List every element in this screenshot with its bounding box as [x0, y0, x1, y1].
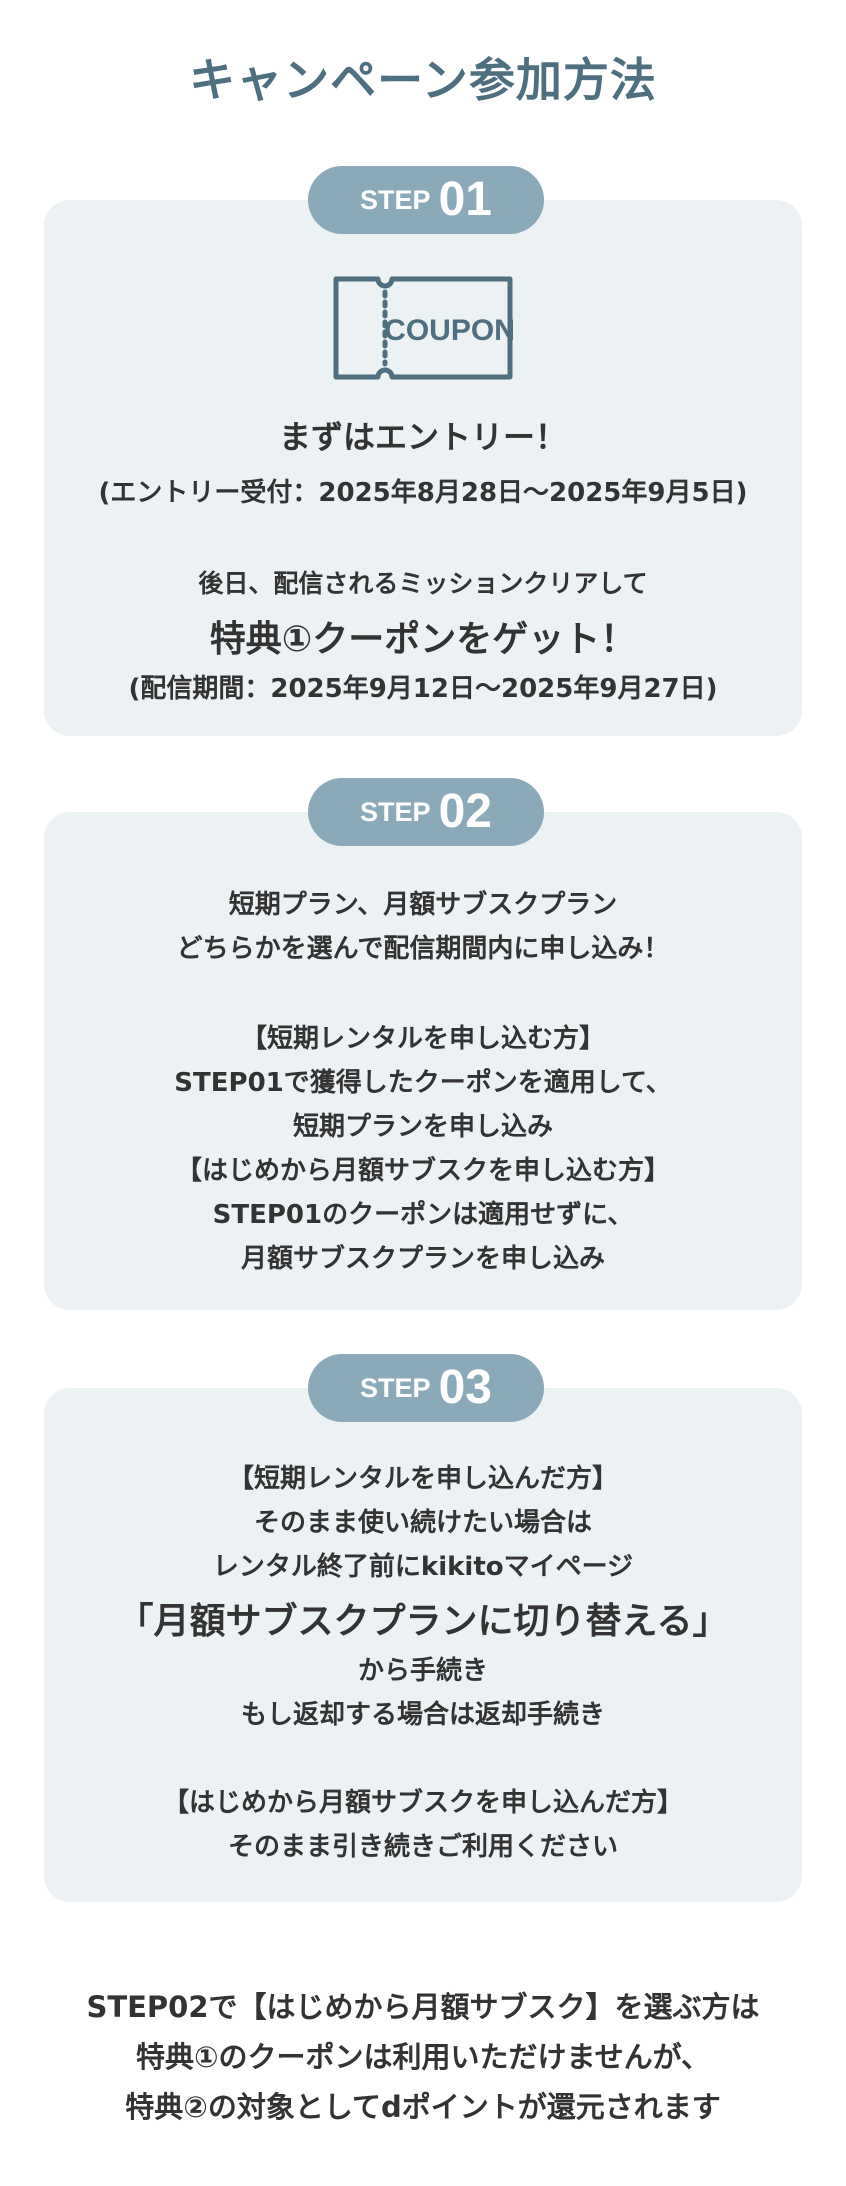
- step2-badge-word: STEP: [360, 797, 431, 827]
- step1-delivery-period: (配信期間：2025年9月12日～2025年9月27日): [128, 674, 718, 704]
- step1-badge-num: 01: [438, 173, 492, 226]
- footer-line2: 特典①のクーポンは利用いただけませんが、: [135, 2040, 711, 2074]
- step2-sub-line1: STEP01のクーポンは適用せずに、: [212, 1200, 634, 1230]
- step2-short-line2: 短期プランを申し込み: [292, 1112, 553, 1142]
- step1-card: COUPON まずはエントリー！ (エントリー受付：2025年8月28日～202…: [44, 200, 802, 736]
- step3-badge-num: 03: [438, 1361, 492, 1414]
- step1-line1: 後日、配信されるミッションクリアして: [198, 569, 648, 598]
- step2-line2: どちらかを選んで配信期間内に申し込み！: [176, 934, 670, 964]
- step2-line1: 短期プラン、月額サブスクプラン: [228, 890, 618, 920]
- coupon-icon-label: COUPON: [384, 314, 513, 347]
- footer-line1: STEP02で【はじめから月額サブスク】を選ぶ方は: [86, 1990, 760, 2024]
- step3-line1: そのまま使い続けたい場合は: [253, 1508, 592, 1538]
- step2-short-line1: STEP01で獲得したクーポンを適用して、: [174, 1068, 672, 1098]
- step2-short-heading: 【短期レンタルを申し込む方】: [240, 1024, 605, 1054]
- step3-line3: から手続き: [357, 1656, 488, 1686]
- step2-sub-heading: 【はじめから月額サブスクを申し込む方】: [175, 1156, 670, 1186]
- step3-sub-line1: そのまま引き続きご利用ください: [227, 1832, 618, 1862]
- step1-highlight: 特典①クーポンをゲット！: [209, 619, 637, 660]
- step3-line4: もし返却する場合は返却手続き: [240, 1700, 605, 1730]
- step3-highlight: 「月額サブスクプランに切り替える」: [117, 1601, 729, 1642]
- step3-sub-heading: 【はじめから月額サブスクを申し込んだ方】: [162, 1788, 683, 1818]
- step1-headline: まずはエントリー！: [278, 418, 567, 456]
- step1-badge-word: STEP: [360, 185, 431, 215]
- step3-short-heading: 【短期レンタルを申し込んだ方】: [227, 1464, 618, 1494]
- step2-badge-num: 02: [438, 785, 492, 838]
- step1-entry-period: (エントリー受付：2025年8月28日～2025年9月5日): [98, 478, 748, 508]
- footer-line3: 特典②の対象としてdポイントが還元されます: [125, 2090, 721, 2124]
- step3-badge-word: STEP: [360, 1373, 431, 1403]
- step3-card: 【短期レンタルを申し込んだ方】 そのまま使い続けたい場合は レンタル終了前にki…: [44, 1388, 802, 1902]
- step2-card: 短期プラン、月額サブスクプラン どちらかを選んで配信期間内に申し込み！ 【短期レ…: [44, 812, 802, 1310]
- footer-note: STEP02で【はじめから月額サブスク】を選ぶ方は 特典①のクーポンは利用いただ…: [0, 1982, 846, 2132]
- page-title: キャンペーン参加方法: [189, 53, 657, 107]
- step2-sub-line2: 月額サブスクプランを申し込み: [240, 1244, 605, 1274]
- step3-line2: レンタル終了前にkikitoマイページ: [212, 1552, 634, 1582]
- coupon-ticket-icon: COUPON: [333, 276, 513, 380]
